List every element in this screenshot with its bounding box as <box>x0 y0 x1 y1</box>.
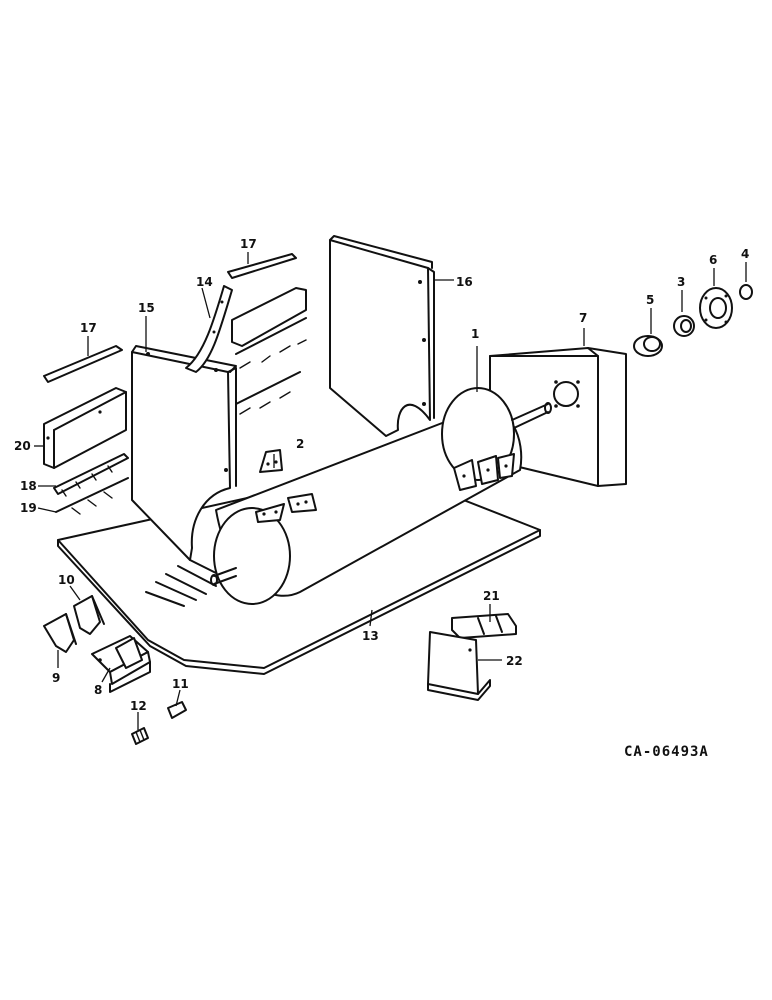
callout-5: 5 <box>646 293 654 307</box>
callout-14: 14 <box>196 275 213 289</box>
figure-reference-code: CA-06493A <box>624 744 709 760</box>
bracket-assembly <box>91 635 151 693</box>
bolt <box>131 727 149 745</box>
bearing-ring <box>633 335 663 357</box>
callout-18: 18 <box>20 479 37 493</box>
callout-16: 16 <box>456 275 473 289</box>
gusset <box>259 449 283 473</box>
callout-9: 9 <box>52 671 60 685</box>
callout-19: 19 <box>20 501 37 515</box>
callout-21: 21 <box>483 589 500 603</box>
callout-6: 6 <box>709 253 717 267</box>
rod <box>55 477 129 515</box>
end-plate <box>489 347 627 487</box>
callout-12: 12 <box>130 699 147 713</box>
seal-strip-upper <box>227 253 297 279</box>
callout-labels: 1 2 3 4 5 6 7 8 9 10 11 12 13 14 15 16 1… <box>14 237 749 713</box>
seal-strip-left <box>43 345 123 383</box>
leader-lines <box>34 252 747 730</box>
callout-22: 22 <box>506 654 523 668</box>
right-side-panel <box>329 235 435 437</box>
left-side-panel <box>131 345 237 561</box>
callout-2: 2 <box>296 437 304 451</box>
callout-4: 4 <box>741 247 749 261</box>
callout-8: 8 <box>94 683 102 697</box>
callout-20: 20 <box>14 439 31 453</box>
bent-pin <box>167 701 187 719</box>
callout-10: 10 <box>58 573 75 587</box>
callout-3: 3 <box>677 275 685 289</box>
callout-7: 7 <box>579 311 587 325</box>
callout-17-upper: 17 <box>240 237 257 251</box>
collar <box>739 284 753 300</box>
callout-17-left: 17 <box>80 321 97 335</box>
callout-1: 1 <box>471 327 479 341</box>
block <box>451 613 517 639</box>
mounting-strip <box>53 453 129 497</box>
callout-13: 13 <box>362 629 379 643</box>
wedge-bracket-10 <box>73 595 105 635</box>
callout-15: 15 <box>138 301 155 315</box>
wedge-bracket-9 <box>43 613 77 653</box>
back-rail-lower <box>235 371 301 415</box>
bearing <box>673 315 695 337</box>
back-rail-upper <box>231 287 307 369</box>
callout-11: 11 <box>172 677 189 691</box>
flange <box>699 287 733 329</box>
front-rail <box>43 387 127 469</box>
drum-roller <box>210 387 552 605</box>
curved-strip <box>185 285 233 373</box>
cover-bracket <box>427 631 491 701</box>
